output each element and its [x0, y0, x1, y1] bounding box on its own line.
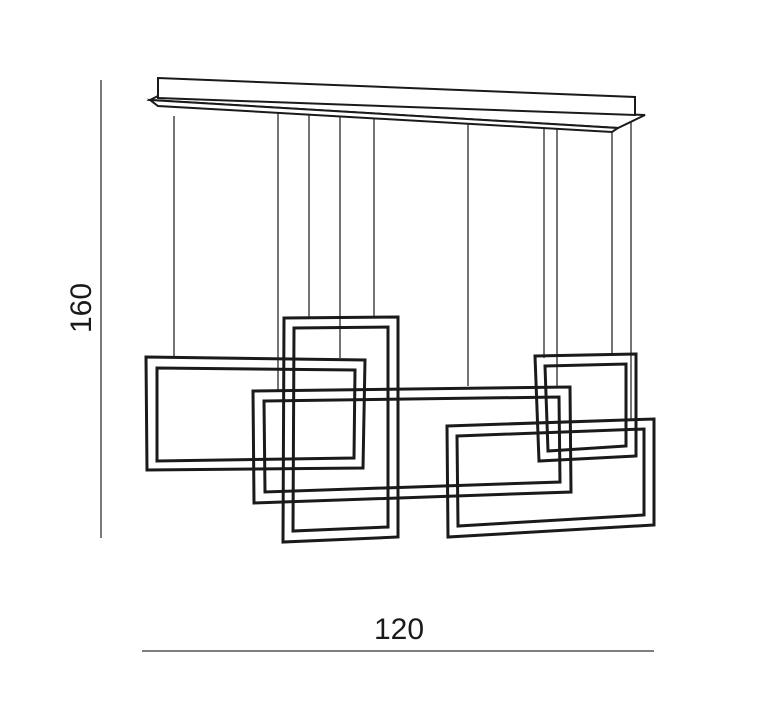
width-dimension-label: 120 — [374, 613, 424, 646]
frame-tall-vertical — [281, 315, 400, 544]
frame-middle-horizontal — [251, 385, 573, 505]
frame-right-lower — [445, 417, 656, 539]
canopy-base-plate — [146, 98, 622, 134]
frame-right-small — [533, 352, 638, 463]
ring-frames — [144, 315, 656, 544]
suspension-wires — [173, 109, 632, 420]
frame-left-horizontal — [144, 355, 367, 472]
canopy-front-face — [157, 76, 636, 117]
ceiling-canopy — [146, 76, 646, 134]
height-dimension-label: 160 — [65, 283, 98, 333]
